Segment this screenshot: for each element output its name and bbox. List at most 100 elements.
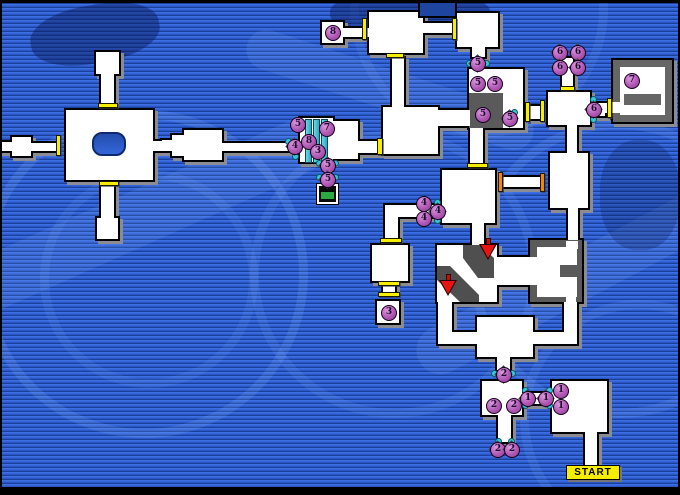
door-yellow [99, 181, 119, 186]
map-room [0, 142, 13, 151]
frame-left [0, 0, 2, 495]
map-marker-1: 1 [538, 391, 554, 407]
door-yellow [56, 135, 61, 156]
map-room [548, 92, 590, 125]
map-marker-5: 5 [502, 111, 518, 127]
door-yellow [377, 138, 383, 155]
map-room [550, 153, 588, 208]
map-marker-2: 2 [496, 367, 512, 383]
map-marker-4: 4 [430, 204, 446, 220]
map-room [562, 58, 573, 88]
door-yellow [98, 103, 118, 108]
map-room [222, 143, 302, 151]
map-marker-5: 5 [320, 172, 336, 188]
map-marker-7: 7 [319, 121, 335, 137]
room-pit-hole [92, 132, 126, 156]
map-marker-7: 7 [624, 73, 640, 89]
red-arrow-icon [441, 281, 455, 294]
map-room [343, 28, 370, 37]
door-yellow [380, 238, 402, 243]
map-room [567, 125, 577, 154]
map-room [497, 257, 531, 285]
room-interior-patch [537, 247, 560, 297]
map-room [498, 415, 511, 442]
map-marker-1: 1 [520, 391, 536, 407]
map-room [385, 205, 398, 239]
map-marker-5: 5 [470, 56, 486, 72]
map-marker-5: 5 [470, 76, 486, 92]
door-yellow [386, 53, 404, 58]
map-marker-4: 4 [416, 211, 432, 227]
map-room [184, 130, 222, 160]
map-room [392, 58, 404, 108]
map-marker-3: 3 [310, 144, 326, 160]
map-room [97, 218, 118, 239]
room-interior-patch [528, 257, 537, 285]
map-marker-6: 6 [570, 60, 586, 76]
map-room [470, 128, 483, 164]
map-room [372, 245, 408, 281]
map-room [101, 73, 114, 104]
map-room [101, 186, 114, 219]
map-room [369, 12, 423, 53]
frame-right [678, 0, 680, 495]
door-yellow [378, 292, 400, 297]
map-room [442, 170, 495, 223]
map-room [31, 143, 56, 151]
map-room [423, 23, 453, 33]
map-marker-8: 8 [325, 25, 341, 41]
frame-bottom [0, 487, 680, 495]
map-room [457, 13, 498, 47]
map-marker-2: 2 [504, 442, 520, 458]
map-room [564, 300, 577, 334]
frame-top [0, 0, 680, 3]
map-marker-5: 5 [487, 76, 503, 92]
map-marker-2: 2 [506, 398, 522, 414]
item-box-green-bar [321, 192, 334, 199]
map-room [162, 140, 174, 151]
map-marker-2: 2 [486, 398, 502, 414]
map-room [438, 300, 452, 336]
map-room [383, 107, 438, 154]
room-interior-patch [609, 102, 622, 113]
door-yellow [607, 98, 612, 118]
door-yellow [560, 86, 575, 91]
bg-decoration [600, 140, 680, 250]
map-marker-3: 3 [381, 305, 397, 321]
map-room [153, 141, 165, 151]
map-room [472, 223, 484, 246]
room-interior-patch [566, 296, 576, 304]
map-room [477, 317, 533, 357]
door-yellow [362, 18, 367, 40]
map-room [472, 47, 485, 57]
room-interior-patch [560, 277, 577, 297]
map-room [383, 286, 395, 292]
red-arrow-icon [481, 245, 495, 258]
door-yellow [525, 102, 530, 122]
map-room [357, 141, 380, 153]
map-room [438, 110, 470, 126]
map-marker-5: 5 [475, 107, 491, 123]
map-room [568, 208, 578, 246]
map-room [96, 52, 119, 74]
map-room [12, 137, 31, 156]
door-orange [498, 172, 503, 192]
map-room [503, 177, 540, 187]
door-yellow [452, 18, 457, 40]
door-yellow [378, 281, 400, 286]
map-marker-6: 6 [552, 60, 568, 76]
start-label: START [566, 465, 620, 480]
map-room [172, 135, 184, 156]
room-interior-patch [560, 247, 577, 265]
door-orange [540, 173, 545, 192]
map-marker-6: 6 [586, 102, 602, 118]
room-interior-patch [566, 241, 578, 249]
door-yellow [540, 100, 545, 122]
door-yellow [467, 163, 488, 168]
room-interior-patch [624, 94, 661, 105]
map-marker-5: 5 [290, 117, 306, 133]
map-marker-1: 1 [553, 383, 569, 399]
map-room [530, 106, 540, 119]
